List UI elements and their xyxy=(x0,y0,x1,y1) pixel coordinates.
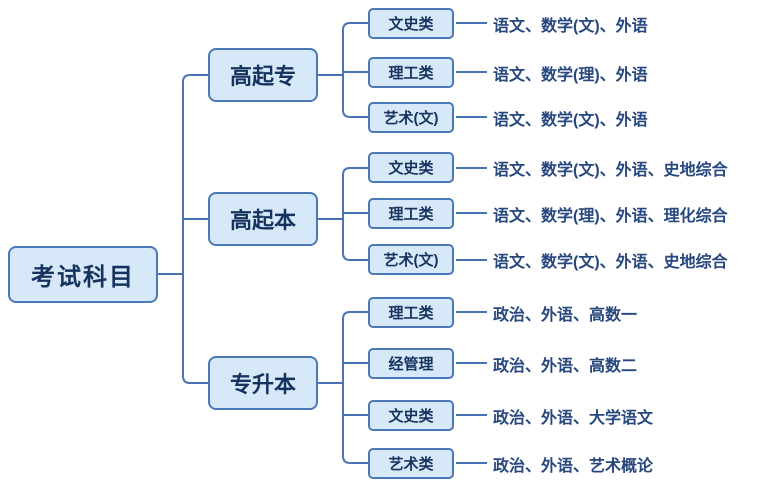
subjects-text: 政治、外语、艺术概论 xyxy=(493,457,654,475)
category-label: 文史类 xyxy=(388,408,434,425)
category-label: 文史类 xyxy=(388,160,434,177)
category-label: 经管理 xyxy=(388,356,434,373)
connector-l1-spine xyxy=(182,74,208,384)
branch-label: 专升本 xyxy=(229,372,296,397)
category-box: 理工类 xyxy=(368,198,454,229)
category-label: 艺术(文) xyxy=(383,252,439,269)
subjects-text: 语文、数学(理)、外语、理化综合 xyxy=(493,207,728,225)
category-box: 艺术(文) xyxy=(368,244,454,275)
branch-label: 高起本 xyxy=(229,208,296,233)
root-node: 考试科目 xyxy=(8,246,158,303)
subjects-text: 政治、外语、大学语文 xyxy=(493,409,654,427)
category-box: 理工类 xyxy=(368,57,454,88)
subjects-text: 语文、数学(文)、外语 xyxy=(493,17,648,35)
branch-gaoqiben: 高起本 xyxy=(208,192,318,246)
category-box: 艺术(文) xyxy=(368,102,454,133)
category-box: 文史类 xyxy=(368,8,454,39)
category-box: 文史类 xyxy=(368,152,454,183)
subjects-text: 政治、外语、高数一 xyxy=(493,306,638,324)
subjects-text: 政治、外语、高数二 xyxy=(493,357,638,375)
branch-gaoqizhuan: 高起专 xyxy=(208,48,318,102)
category-box: 理工类 xyxy=(368,297,454,328)
subjects-text: 语文、数学(理)、外语 xyxy=(493,66,648,84)
category-label: 艺术(文) xyxy=(383,110,439,127)
category-label: 理工类 xyxy=(388,65,434,82)
branch-label: 高起专 xyxy=(229,64,296,89)
subjects-text: 语文、数学(文)、外语、史地综合 xyxy=(493,253,728,271)
category-label: 文史类 xyxy=(388,16,434,33)
category-label: 艺术类 xyxy=(388,456,434,473)
connector-g1-spine xyxy=(342,22,368,118)
subjects-text: 语文、数学(文)、外语、史地综合 xyxy=(493,161,728,179)
connector-g3-spine xyxy=(342,311,368,464)
category-label: 理工类 xyxy=(388,305,434,322)
branch-zhuanshengben: 专升本 xyxy=(208,356,318,410)
category-box: 文史类 xyxy=(368,400,454,431)
subjects-text: 语文、数学(文)、外语 xyxy=(493,111,648,129)
root-node-label: 考试科目 xyxy=(31,264,135,291)
category-box: 艺术类 xyxy=(368,448,454,479)
category-box: 经管理 xyxy=(368,348,454,379)
category-label: 理工类 xyxy=(388,206,434,223)
